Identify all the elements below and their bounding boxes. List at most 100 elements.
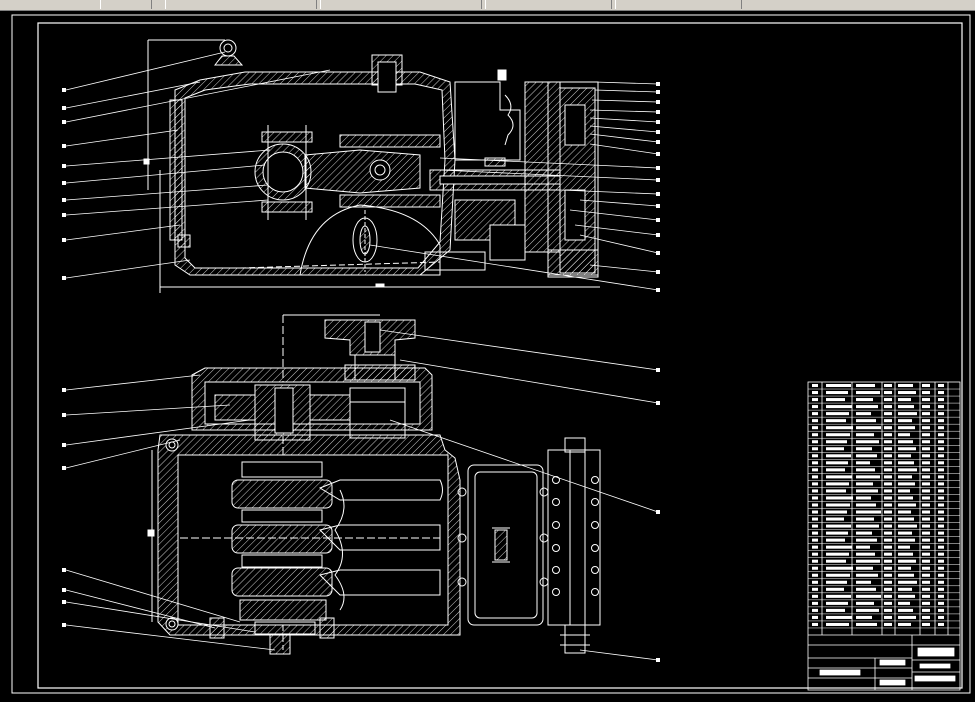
parts-list-cell-mark xyxy=(922,440,930,444)
toolbar-icons[interactable] xyxy=(100,0,152,9)
parts-list-cell-mark xyxy=(898,615,916,619)
parts-list-cell-mark xyxy=(922,573,930,577)
parts-list-cell-mark xyxy=(938,412,944,416)
parts-list-cell-mark xyxy=(826,468,845,472)
parts-list-cell-mark xyxy=(826,601,848,605)
parts-list-cell-mark xyxy=(826,566,853,570)
parts-list-cell-mark xyxy=(856,440,879,444)
parts-list-cell-mark xyxy=(884,517,892,521)
toolbar-lineweight-dropdown[interactable] xyxy=(485,0,612,9)
parts-list-cell-mark xyxy=(938,580,944,584)
parts-list-cell-mark xyxy=(938,482,944,486)
toolbar-layer-dropdown[interactable] xyxy=(165,0,317,9)
parts-list-cell-mark xyxy=(856,412,871,416)
parts-list-cell-mark xyxy=(898,447,916,451)
parts-list-cell-mark xyxy=(856,391,880,395)
parts-list-cell-mark xyxy=(938,447,944,451)
parts-list-cell-mark xyxy=(812,454,818,458)
parts-list-cell-mark xyxy=(898,412,917,416)
parts-list-cell-mark xyxy=(938,587,944,591)
parts-list-cell-mark xyxy=(812,615,818,619)
parts-list-cell-mark xyxy=(884,447,892,451)
parts-list-cell-mark xyxy=(938,573,944,577)
parts-list-cell-mark xyxy=(812,538,818,542)
top-section-view xyxy=(143,39,600,293)
parts-list-cell-mark xyxy=(812,384,818,388)
parts-list-cell-mark xyxy=(812,517,818,521)
parts-list-cell-mark xyxy=(826,580,847,584)
parts-list-cell-mark xyxy=(812,531,818,535)
parts-list-cell-mark xyxy=(884,384,892,388)
parts-list-cell-mark xyxy=(826,503,850,507)
toolbar-plotstyle-dropdown[interactable] xyxy=(615,0,742,9)
parts-list-cell-mark xyxy=(922,503,930,507)
parts-list-cell-mark xyxy=(938,538,944,542)
parts-list-cell-mark xyxy=(812,496,818,500)
parts-list-cell-mark xyxy=(812,482,818,486)
parts-list-cell-mark xyxy=(922,559,930,563)
inner-frame xyxy=(37,22,963,689)
parts-list-cell-mark xyxy=(938,608,944,612)
parts-list-cell-mark xyxy=(938,622,944,626)
parts-list-cell-mark xyxy=(856,468,875,472)
parts-list-cell-mark xyxy=(856,398,873,402)
parts-list-cell-mark xyxy=(884,587,892,591)
parts-list-cell-mark xyxy=(826,426,853,430)
parts-list-cell-mark xyxy=(812,419,818,423)
parts-list-cell-mark xyxy=(812,391,818,395)
parts-list-cell-mark xyxy=(884,580,892,584)
parts-list-cell-mark xyxy=(884,461,892,465)
parts-list-cell-mark xyxy=(856,426,881,430)
parts-list-cell-mark xyxy=(884,398,892,402)
parts-list-cell-mark xyxy=(938,594,944,598)
parts-list-cell-mark xyxy=(884,419,892,423)
parts-list-cell-mark xyxy=(884,405,892,409)
parts-list-cell-mark xyxy=(826,594,851,598)
parts-list-cell-mark xyxy=(938,503,944,507)
leaders-top-left xyxy=(65,51,331,279)
drawing-canvas[interactable] xyxy=(0,10,975,698)
parts-list-cell-mark xyxy=(898,468,917,472)
parts-list-cell-mark xyxy=(826,489,846,493)
leaders-bottom xyxy=(65,329,659,661)
parts-list-cell-mark xyxy=(922,531,930,535)
parts-list-cell-mark xyxy=(856,615,872,619)
parts-list-cell-mark xyxy=(826,419,846,423)
parts-list-cell-mark xyxy=(922,384,930,388)
parts-list-cell-mark xyxy=(938,496,944,500)
parts-list-cell-mark xyxy=(922,482,930,486)
parts-list-cell-mark xyxy=(826,545,852,549)
parts-list-cell-mark xyxy=(922,412,930,416)
parts-list-cell-mark xyxy=(856,566,873,570)
parts-list-cell-mark xyxy=(856,524,879,528)
parts-list-cell-mark xyxy=(826,615,852,619)
parts-list-cell-mark xyxy=(898,566,911,570)
parts-list-cell-mark xyxy=(826,573,850,577)
parts-list-cell-mark xyxy=(884,552,892,556)
parts-list-cell-mark xyxy=(884,412,892,416)
parts-list-cell-mark xyxy=(884,545,892,549)
parts-list-cell-mark xyxy=(898,545,910,549)
parts-list-cell-mark xyxy=(938,524,944,528)
parts-list-cell-mark xyxy=(856,433,874,437)
parts-list-cell-mark xyxy=(884,475,892,479)
parts-list-cell-mark xyxy=(922,580,930,584)
parts-list-cell-mark xyxy=(898,475,912,479)
parts-list-cell-mark xyxy=(826,398,845,402)
parts-list-cell-mark xyxy=(812,580,818,584)
parts-list-cell-mark xyxy=(898,391,916,395)
parts-list-cell-mark xyxy=(922,419,930,423)
parts-list-cell-mark xyxy=(938,419,944,423)
parts-list-cell-mark xyxy=(826,587,844,591)
parts-list-cell-mark xyxy=(938,559,944,563)
parts-list-cell-mark xyxy=(898,482,915,486)
parts-list-cell-mark xyxy=(812,552,818,556)
parts-list-cell-mark xyxy=(812,573,818,577)
parts-list-cell-mark xyxy=(812,398,818,402)
parts-list-cell-mark xyxy=(922,615,930,619)
parts-list-cell-mark xyxy=(826,559,846,563)
toolbar-linetype-dropdown[interactable] xyxy=(320,0,482,9)
parts-list-cell-mark xyxy=(938,545,944,549)
parts-list-cell-mark xyxy=(812,510,818,514)
parts-list-cell-mark xyxy=(884,454,892,458)
